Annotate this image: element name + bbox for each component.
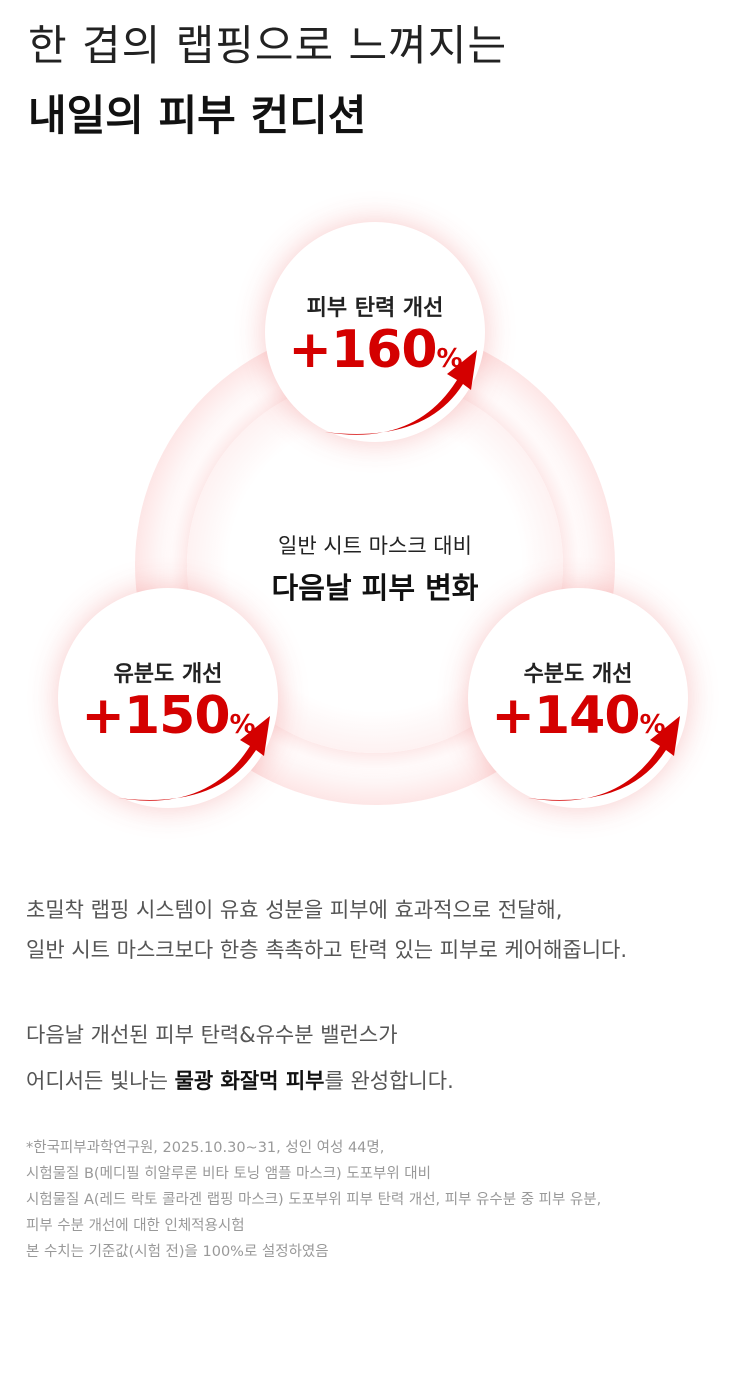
- stat-oil: 유분도 개선 +150%: [58, 588, 278, 808]
- description-paragraph-1: 초밀착 랩핑 시스템이 유효 성분을 피부에 효과적으로 전달해, 일반 시트 …: [26, 890, 627, 970]
- footnote: 피부 수분 개선에 대한 인체적용시험: [26, 1218, 245, 1234]
- description-paragraph-2: 다음날 개선된 피부 탄력&유수분 밸런스가 어디서든 빛나는 물광 화잘먹 피…: [26, 1012, 454, 1104]
- footnote: *한국피부과학연구원, 2025.10.30~31, 성인 여성 44명,: [26, 1140, 385, 1156]
- footnote: 본 수치는 기준값(시험 전)을 100%로 설정하였음: [26, 1244, 329, 1260]
- arrow-up-icon: [118, 716, 270, 801]
- arrow-up-icon: [528, 716, 680, 801]
- highlight-text: 물광 화잘먹 피부: [174, 1069, 325, 1093]
- stat-value: +150%: [81, 686, 255, 746]
- text-line: 다음날 개선된 피부 탄력&유수분 밸런스가: [26, 1023, 398, 1047]
- center-subtitle: 일반 시트 마스크 대비: [278, 534, 472, 558]
- center-title: 다음날 피부 변화: [271, 571, 479, 605]
- arrow-up-icon: [325, 350, 477, 435]
- stat-label: 피부 탄력 개선: [306, 296, 444, 321]
- stat-value: +140%: [491, 686, 665, 746]
- text-line: 어디서든 빛나는 물광 화잘먹 피부를 완성합니다.: [26, 1069, 454, 1093]
- footnote: 시험물질 B(메디필 히알루론 비타 토닝 앰플 마스크) 도포부위 대비: [26, 1166, 431, 1182]
- stat-value: +160%: [288, 320, 462, 380]
- headline-line1: 한 겹의 랩핑으로 느껴지는: [28, 21, 508, 70]
- footnotes: *한국피부과학연구원, 2025.10.30~31, 성인 여성 44명, 시험…: [26, 1135, 601, 1265]
- stat-moisture: 수분도 개선 +140%: [468, 588, 688, 808]
- text-line: 초밀착 랩핑 시스템이 유효 성분을 피부에 효과적으로 전달해,: [26, 898, 563, 922]
- stat-label: 수분도 개선: [523, 662, 633, 687]
- text-line: 일반 시트 마스크보다 한층 촉촉하고 탄력 있는 피부로 케어해줍니다.: [26, 938, 628, 962]
- stat-label: 유분도 개선: [113, 662, 223, 687]
- footnote: 시험물질 A(레드 락토 콜라겐 랩핑 마스크) 도포부위 피부 탄력 개선, …: [26, 1192, 602, 1208]
- headline-line2: 내일의 피부 컨디션: [28, 91, 367, 140]
- stat-elasticity: 피부 탄력 개선 +160%: [265, 222, 485, 442]
